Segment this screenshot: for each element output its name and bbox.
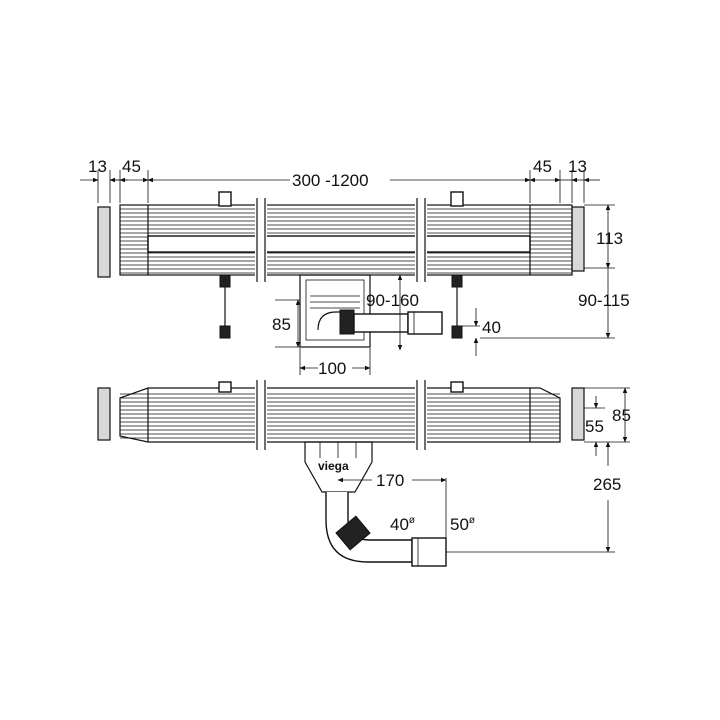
- dimension-lines: [80, 170, 630, 553]
- siphon-pipe: [325, 492, 447, 567]
- bottom-clip-left: [218, 381, 232, 393]
- bottom-right-flange: [571, 387, 585, 441]
- foot-right: [451, 274, 463, 339]
- top-clip-left: [218, 191, 232, 207]
- top-clip-right: [450, 191, 464, 207]
- dim-13-left: 13: [88, 157, 107, 176]
- foot-left: [219, 274, 231, 339]
- dim-100: 100: [318, 359, 346, 378]
- dim-90-160: 90-160: [366, 291, 419, 310]
- bottom-left-flange: [97, 387, 111, 441]
- dim-85-right: 85: [612, 406, 631, 425]
- right-flange-plate: [571, 206, 585, 272]
- break-gap-right: [415, 198, 427, 282]
- dim-50-pipe: 50ø: [450, 515, 475, 534]
- dim-40-pipe: 40ø: [390, 515, 415, 534]
- dim-45-right: 45: [533, 157, 552, 176]
- dim-13-right: 13: [568, 157, 587, 176]
- outlet-box: [299, 274, 443, 348]
- bottom-clip-right: [450, 381, 464, 393]
- break-gap-left: [255, 198, 267, 282]
- dim-170: 170: [376, 471, 404, 490]
- viega-logo: viega: [318, 459, 349, 473]
- dimension-labels: 13 45 300 -1200 45 13 113 90-160 90-115 …: [88, 157, 631, 534]
- dim-265: 265: [593, 475, 621, 494]
- top-channel-view: [97, 191, 585, 348]
- top-cover-band: [147, 235, 531, 253]
- dim-300-1200: 300 -1200: [292, 171, 369, 190]
- dim-85-left: 85: [272, 315, 291, 334]
- dim-40: 40: [482, 318, 501, 337]
- bottom-channel-ribs: [120, 393, 560, 439]
- siphon-funnel: viega: [304, 441, 373, 493]
- dim-90-115: 90-115: [578, 291, 630, 310]
- left-flange-plate: [97, 206, 111, 278]
- dim-55: 55: [585, 417, 604, 436]
- bottom-channel-outline: [119, 387, 561, 443]
- bottom-channel-view: viega: [97, 380, 585, 567]
- dim-113: 113: [596, 229, 623, 248]
- dim-45-left: 45: [122, 157, 141, 176]
